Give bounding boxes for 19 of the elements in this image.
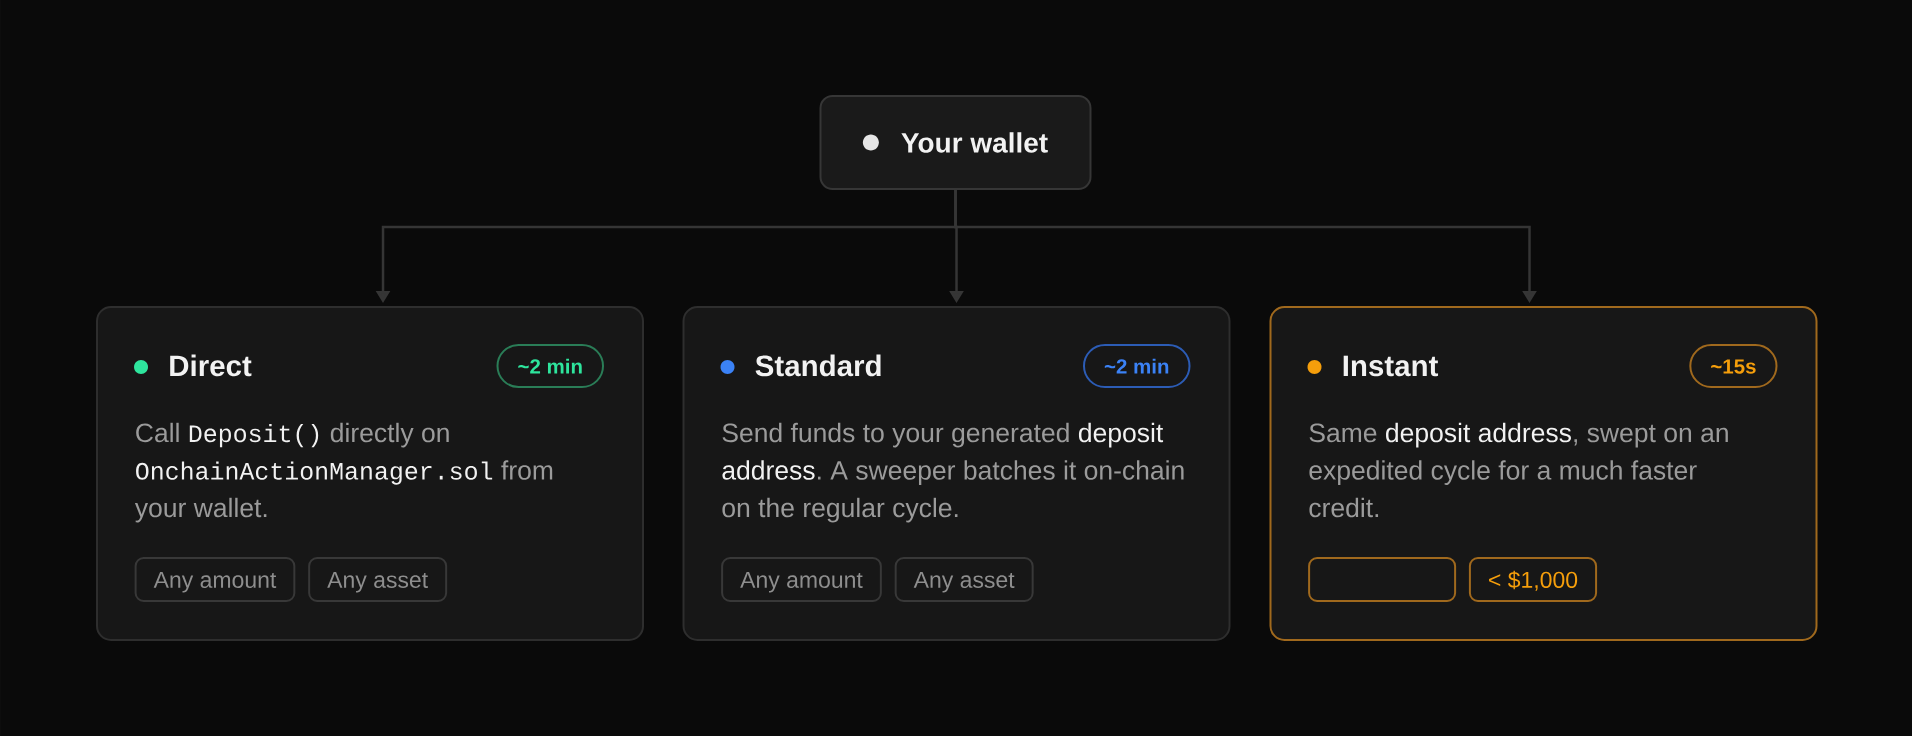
- process-box: Your wallet: [819, 95, 1092, 190]
- card: [96, 306, 644, 641]
- tag: Any asset: [308, 557, 448, 602]
- card-title: Standard: [755, 354, 881, 377]
- tag: Any amount: [721, 557, 882, 602]
- card-text: Same deposit address, swept on an expedited cycle for a much faster credit.: [1309, 422, 1728, 518]
- tag: < $1,000: [1468, 557, 1598, 602]
- card-text: Call Deposit() directly on OnchainActionManager.sol from your wallet.: [134, 422, 553, 523]
- time-badge: ~15s: [1689, 344, 1778, 388]
- card-title: Instant: [1343, 355, 1439, 377]
- time-badge: ~2 min: [1083, 344, 1191, 388]
- card-title: Direct: [170, 354, 252, 377]
- time-badge: ~2 min: [496, 344, 604, 388]
- card: [1269, 306, 1818, 641]
- card: [682, 306, 1231, 641]
- tag: Any amount: [134, 557, 296, 602]
- card-text: Send funds to your generated deposit address. A sweeper batches it on-chain on the regular cycle.: [722, 422, 1184, 523]
- tag: Any asset: [894, 557, 1034, 602]
- tag: [1308, 557, 1457, 602]
